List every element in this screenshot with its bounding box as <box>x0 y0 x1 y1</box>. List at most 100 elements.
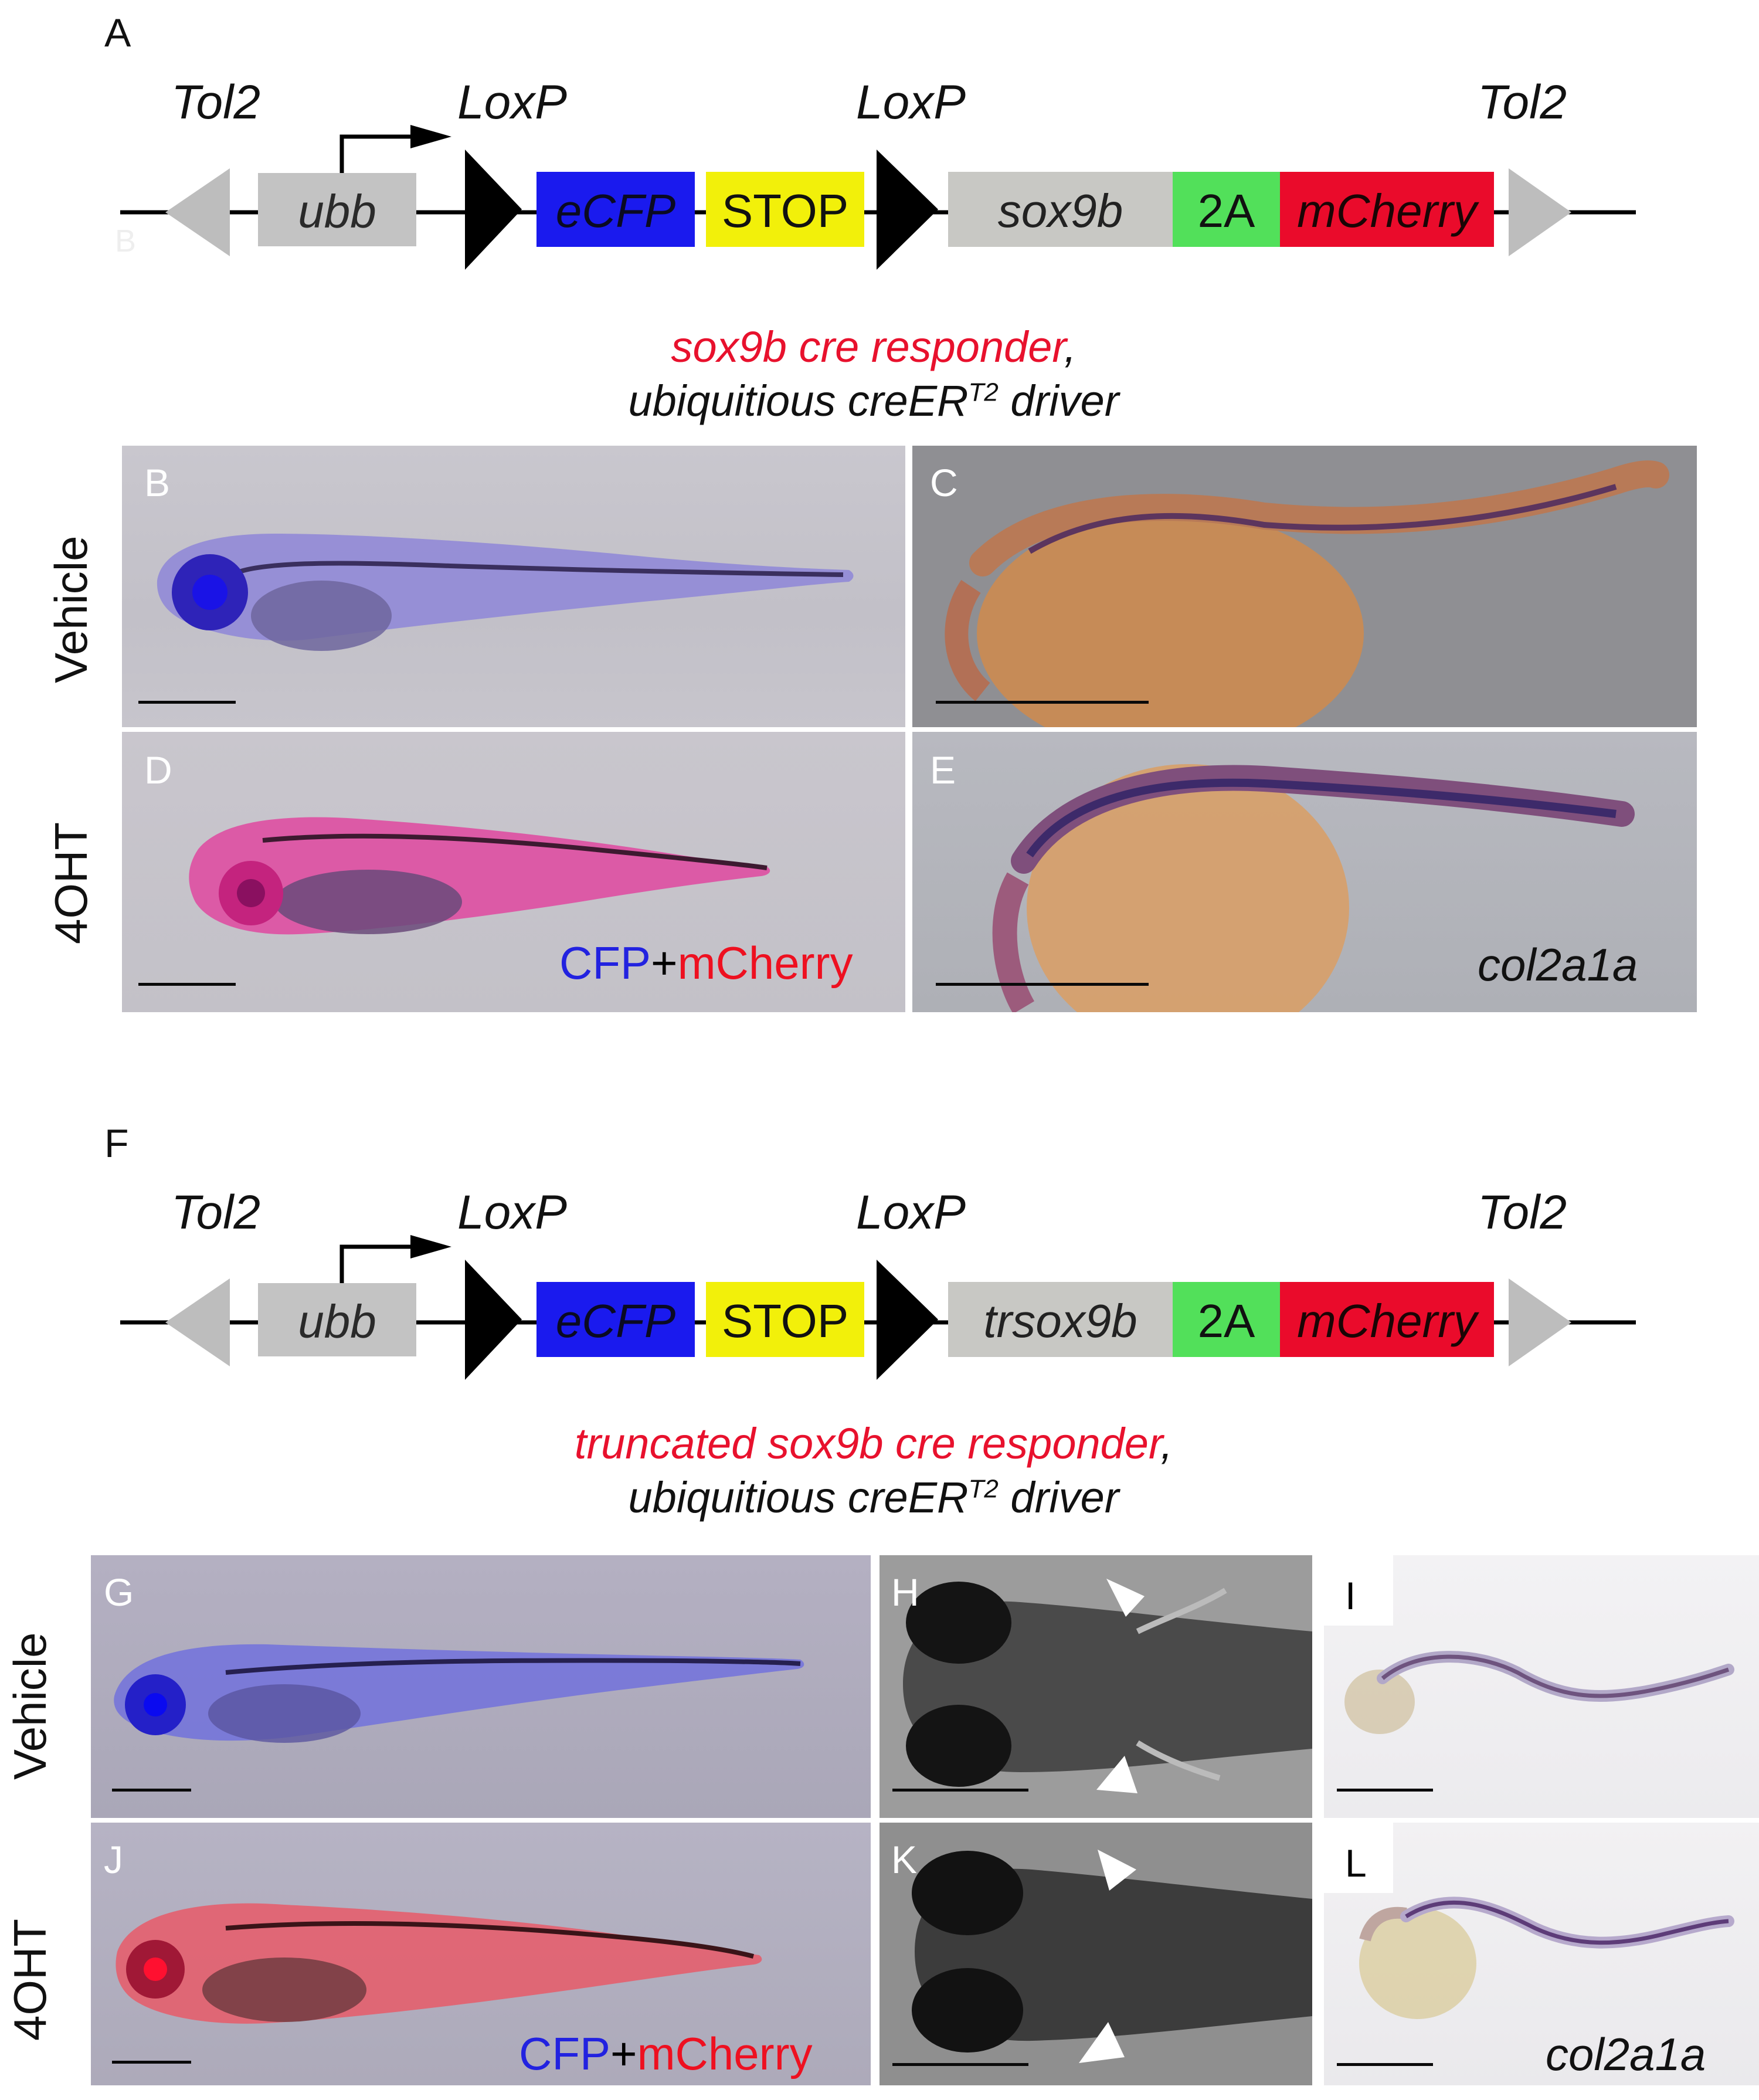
loxp-2-triangle <box>877 150 938 270</box>
stop-box <box>706 1282 864 1357</box>
mcherry-legend-bottom: mCherry <box>637 2028 813 2079</box>
panel-l-image: L col2a1a <box>1324 1823 1759 2085</box>
panel-letter-k: K <box>891 1838 918 1881</box>
loxp-2-label: LoxP <box>856 76 966 129</box>
construct-diagram-f: Tol2 LoxP LoxP Tol2 ubb eCFP STOP trsox9… <box>0 1169 1759 1380</box>
gene-label-top: col2a1a <box>1478 939 1638 990</box>
mcherry-label: mCherry <box>1297 1295 1477 1347</box>
scale-bar-e <box>936 983 1149 986</box>
merge-legend-bottom: CFP+mCherry <box>519 2031 813 2077</box>
stop-box <box>706 172 864 247</box>
stop-label: STOP <box>721 1295 849 1347</box>
ubb-label: ubb <box>298 1295 376 1348</box>
ecfp-label: eCFP <box>555 1295 676 1347</box>
trsox9b-box <box>948 1282 1173 1357</box>
tol2-right-arrow <box>1509 1278 1571 1366</box>
promoter-arrow-stem <box>339 134 410 173</box>
title-bottom-suffix: driver <box>998 1473 1119 1522</box>
tol2-left-arrow <box>165 1278 230 1366</box>
mcherry-box <box>1280 1282 1494 1357</box>
scale-bar-d <box>138 983 236 986</box>
sox9b-label: sox9b <box>997 185 1123 237</box>
gene-label-bottom: col2a1a <box>1546 2028 1706 2080</box>
ubb-box <box>258 1283 416 1356</box>
promoter-arrow-head <box>410 125 451 148</box>
tol2-left-arrow <box>165 168 230 256</box>
scale-bar-h <box>892 1789 1028 1792</box>
ubb-box <box>258 173 416 246</box>
scale-bar-l <box>1337 2063 1433 2066</box>
title-top-prefix: ubiquitious creER <box>628 376 969 425</box>
construct-f-svg <box>120 1235 1636 1380</box>
loxp-1-triangle <box>465 1260 522 1380</box>
mcherry-label: mCherry <box>1297 185 1477 237</box>
panel-letter-b: B <box>144 461 171 504</box>
panel-letter-j: J <box>104 1838 123 1881</box>
mcherry-legend-top: mCherry <box>677 937 853 989</box>
row-label-vehicle-bottom: Vehicle <box>4 1632 56 1780</box>
title-top-suffix: driver <box>998 376 1119 425</box>
panel-letter-f: F <box>104 1121 129 1166</box>
construct-a-svg <box>120 125 1636 270</box>
panel-d-image: D CFP+mCherry <box>122 732 905 1012</box>
merge-legend-top: CFP+mCherry <box>559 940 853 986</box>
arrowhead-upper-h <box>1106 1579 1145 1617</box>
loxp-2-label: LoxP <box>856 1186 966 1239</box>
cfp-legend-top: CFP <box>559 937 651 989</box>
loxp-1-label: LoxP <box>457 1186 567 1239</box>
ecfp-label: eCFP <box>555 185 676 237</box>
title-bottom-prefix: ubiquitious creER <box>628 1473 969 1522</box>
panel-k-image: K <box>880 1823 1312 2085</box>
sox9b-box <box>948 172 1173 247</box>
panel-letter-d: D <box>144 748 172 792</box>
scale-bar-k <box>892 2063 1028 2066</box>
plus-legend-bottom: + <box>610 2028 637 2079</box>
p2a-box <box>1173 172 1280 247</box>
title-bottom-sup: T2 <box>968 1474 999 1504</box>
p2a-label: 2A <box>1197 1295 1255 1347</box>
panel-letter-h: H <box>891 1570 919 1614</box>
title-bottom-line1: truncated sox9b cre responder, <box>0 1418 1753 1470</box>
scale-bar-i <box>1337 1789 1433 1792</box>
loxp-1-label: LoxP <box>457 76 567 129</box>
title-top-sup: T2 <box>968 378 999 407</box>
title-top-line2: ubiquitious creERT2 driver <box>0 375 1753 428</box>
zebrafish-embryo-insitu-c <box>945 460 1669 727</box>
arrowhead-lower-h <box>1096 1756 1137 1793</box>
panel-l-label-box <box>1324 1823 1393 1893</box>
panel-letter-l: L <box>1345 1841 1367 1885</box>
plus-legend-top: + <box>651 937 678 989</box>
title-bottom-line2: ubiquitious creERT2 driver <box>0 1472 1753 1524</box>
title-bottom-red: truncated sox9b cre responder <box>574 1419 1161 1468</box>
tol2-right-label: Tol2 <box>1478 76 1567 129</box>
tol2-left-label: Tol2 <box>171 76 260 129</box>
ecfp-box <box>536 1282 695 1357</box>
p2a-box <box>1173 1282 1280 1357</box>
zebrafish-head-dorsal-h <box>903 1579 1312 1793</box>
title-top-line1: sox9b cre responder, <box>0 321 1753 374</box>
panel-letter-e: E <box>930 748 956 792</box>
tol2-right-arrow <box>1509 168 1571 256</box>
panel-b-image: B <box>122 446 905 727</box>
panel-e-image: E col2a1a <box>912 732 1697 1012</box>
zebrafish-embryo-insitu-e <box>992 764 1635 1012</box>
mcherry-box <box>1280 172 1494 247</box>
ubb-label: ubb <box>298 185 376 238</box>
tol2-left-label: Tol2 <box>171 1186 260 1239</box>
title-top-red: sox9b cre responder <box>671 323 1064 371</box>
panel-letter-g: G <box>104 1570 134 1614</box>
zebrafish-larva-cfp <box>157 534 854 651</box>
zebrafish-larva-mcherry <box>189 817 770 935</box>
ecfp-box <box>536 172 695 247</box>
panel-letter-a: A <box>104 11 131 55</box>
row-label-4oht-top: 4OHT <box>45 822 97 944</box>
zebrafish-embryo-insitu-i <box>1344 1651 1734 1734</box>
cfp-legend-bottom: CFP <box>519 2028 610 2079</box>
zebrafish-embryo-insitu-l <box>1359 1897 1734 2019</box>
construct-diagram-a: Tol2 LoxP LoxP Tol2 ubb eCFP STOP sox9b … <box>0 59 1759 270</box>
stray-letter-b: B <box>115 223 137 259</box>
promoter-arrow-stem <box>339 1244 410 1283</box>
zebrafish-head-dorsal-k <box>912 1850 1312 2063</box>
panel-i-label-box <box>1324 1555 1393 1626</box>
zebrafish-larva-cfp-g <box>114 1644 804 1743</box>
